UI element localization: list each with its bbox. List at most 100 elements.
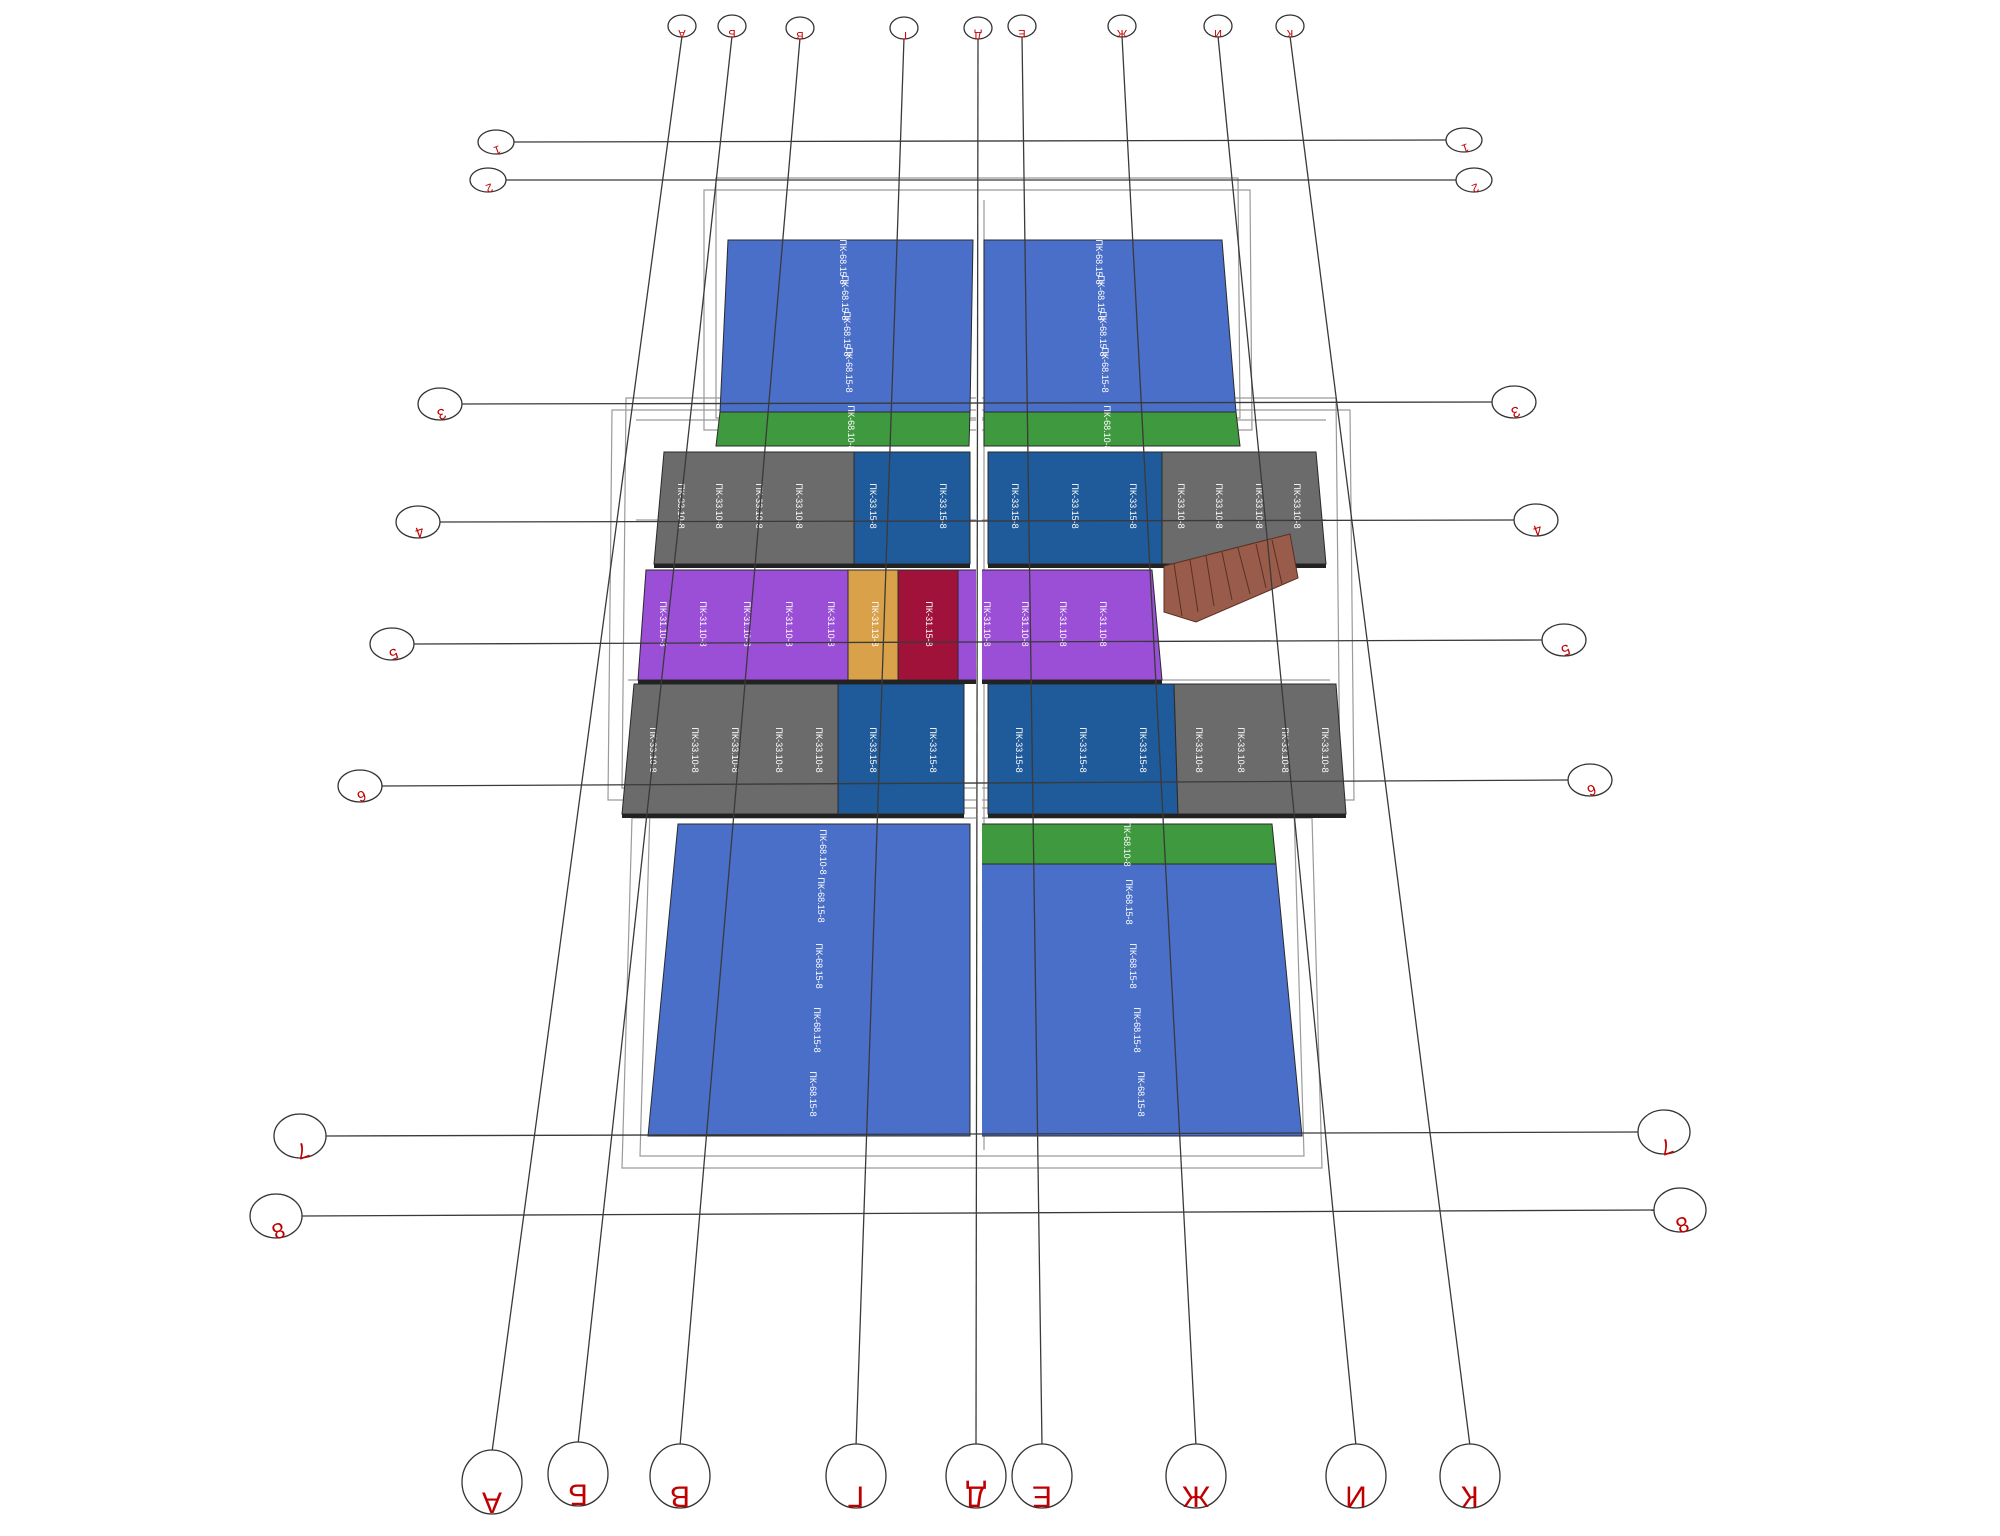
axis-bubble-right: 8 [1653,1187,1707,1239]
slab-label: ПК-31.10-8 [982,601,992,646]
axis-line-number [439,519,1515,523]
slab-label: ПК-31.10-8 [1098,601,1108,646]
slab-label: ПК-31.10-8 [826,601,836,646]
axis-bubble-left: 6 [337,769,383,805]
slab-label: ПК-33.10-8 [690,727,700,772]
staircase [1163,533,1299,623]
axis-bubble-right: 6 [1567,763,1613,799]
grid-axis-lines [301,35,1655,1453]
slab-label: ПК-33.15-8 [1078,727,1088,772]
axis-bubble-label: И [1345,1480,1367,1513]
slab-label: ПК-68.10-8 [1102,405,1112,450]
axis-bubble-bottom: К [1439,1443,1501,1513]
axis-line-number [513,139,1447,143]
axis-bubble-label: К [1286,27,1293,39]
axis-bubble-left: 5 [369,627,415,663]
axis-bubble-label: И [1214,27,1222,39]
axis-bubble-label: 2 [1470,180,1481,196]
axis-bubble-label: Б [728,27,735,39]
axis-bubble-left: 4 [395,505,441,541]
axis-bubble-right: 7 [1637,1109,1691,1161]
axis-line-letter [975,37,979,1447]
axis-line-number [381,779,1569,787]
slab-label: ПК-68.15-8 [812,1007,822,1052]
slab-label: ПК-33.15-8 [1010,483,1020,528]
slab-label: ПК-33.10-8 [774,727,784,772]
slab-label: ПК-33.15-8 [868,483,878,528]
slab-label: ПК-31.15-8 [924,601,934,646]
slab-label: ПК-68.10-8 [846,405,856,450]
slab-label: ПК-31.10-8 [1058,601,1068,646]
axis-bubble-bottom: Г [825,1443,887,1513]
axis-bubble-right: 3 [1491,385,1537,421]
axis-bubble-label: В [796,29,803,41]
slab-label: ПК-33.10-8 [1320,727,1330,772]
slab-label: ПК-33.10-8 [1214,483,1224,528]
axis-line-letter [1021,35,1043,1447]
axis-bubble-right: 1 [1445,127,1483,156]
slab-label: ПК-68.15-8 [1096,275,1106,320]
axis-bubble-top: Д [963,16,993,41]
axis-bubble-top: Е [1007,14,1037,39]
axis-bubble-bottom: А [461,1449,523,1519]
slab-label: ПК-31.10-8 [784,601,794,646]
slab-label: ПК-68.15-8 [814,943,824,988]
slab-label: ПК-33.10-8 [1236,727,1246,772]
axis-bubble-label: А [482,1486,502,1519]
slab-label: ПК-68.15-8 [1094,239,1104,284]
axis-bubble-label: Д [966,1480,986,1513]
axis-bubble-label: 2 [484,180,495,196]
axis-bubble-label: Ж [1182,1480,1210,1513]
axis-bubble-right: 4 [1513,503,1559,539]
slab-green-top-left [715,411,971,447]
slab-label: ПК-33.10-8 [730,727,740,772]
slab-label: ПК-33.10-8 [1280,727,1290,772]
slab-label: ПК-68.15-8 [842,311,852,356]
axis-bubble-left: 7 [273,1113,327,1165]
slab-label: ПК-33.15-8 [928,727,938,772]
axis-bubble-bottom: Б [547,1441,609,1511]
axis-bubble-bottom: И [1325,1443,1387,1513]
axis-bubble-label: 1 [1460,140,1471,156]
floor-slabs [621,239,1347,1137]
slab-label: ПК-31.10-8 [698,601,708,646]
axis-bubble-top: Б [717,14,747,39]
slab-label: ПК-33.10-8 [1292,483,1302,528]
slab-label: ПК-68.15-8 [1128,943,1138,988]
axis-bubble-label: Г [901,29,907,41]
axis-bubble-top: В [785,16,815,41]
axis-bubble-top: Ж [1107,14,1137,39]
axis-bubble-bottom: Ж [1165,1443,1227,1513]
slab-green-top-right [983,411,1241,447]
axis-line-number [461,401,1493,405]
slab-label: ПК-31.10-8 [1020,601,1030,646]
axis-bubble-top: К [1275,14,1305,39]
axis-line-letter [855,37,905,1447]
slab-label: ПК-33.15-8 [1070,483,1080,528]
axis-bubble-label: К [1461,1480,1479,1513]
slab-label: ПК-33.10-8 [1254,483,1264,528]
axis-line-letter [1121,35,1197,1447]
slab-label: ПК-31.13-8 [870,601,880,646]
slab-label: ПК-68.15-8 [1100,347,1110,392]
axis-bubble-label: Д [974,29,982,41]
axis-bubble-top: Г [889,16,919,41]
slab-label: ПК-68.15-8 [816,877,826,922]
slab-label: ПК-33.10-8 [648,727,658,772]
axis-bubble-left: 8 [249,1193,303,1245]
axis-bubble-top: И [1203,14,1233,39]
slab-label: ПК-33.15-8 [1014,727,1024,772]
axis-bubble-left: 3 [417,387,463,423]
axis-line-number [301,1209,1655,1217]
slab-label: ПК-33.10-8 [814,727,824,772]
axis-bubble-right: 5 [1541,623,1587,659]
axis-bubble-right: 2 [1455,167,1493,196]
axis-bubble-bottom: В [649,1443,711,1513]
slab-label: ПК-33.15-8 [1138,727,1148,772]
axis-bubble-top: А [667,14,697,39]
slab-label: ПК-68.15-8 [1124,879,1134,924]
slab-label: ПК-68.15-8 [808,1071,818,1116]
slab-label: ПК-31.10-8 [658,601,668,646]
